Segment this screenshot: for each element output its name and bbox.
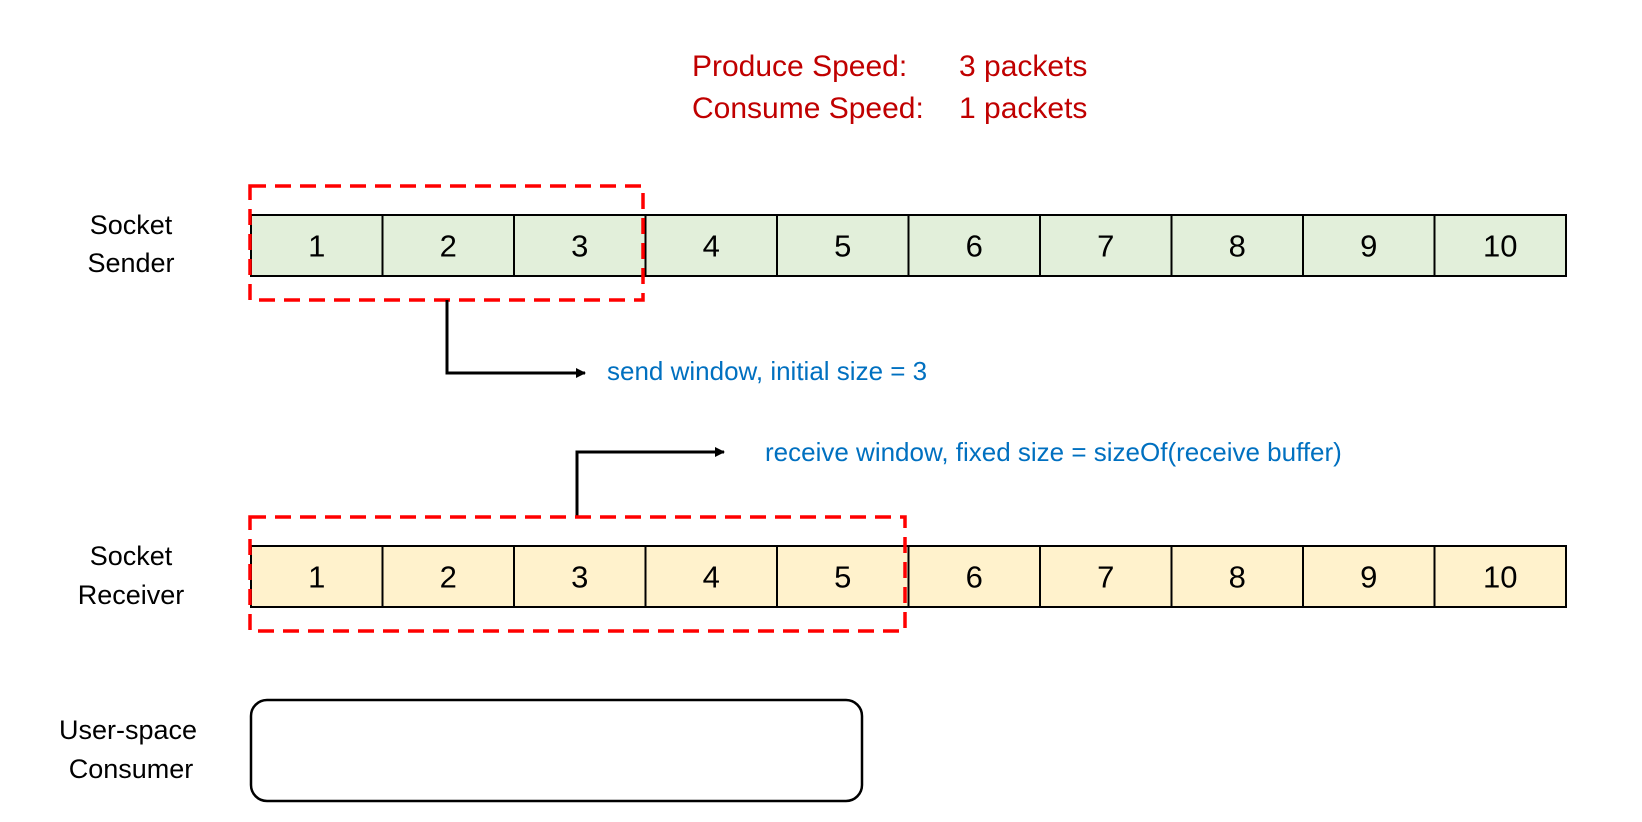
sender-cell-label-1: 1 xyxy=(308,229,325,264)
receiver-cell-label-1: 1 xyxy=(308,560,325,595)
receiver-cell-3 xyxy=(513,545,647,608)
sender-cell-label-4: 4 xyxy=(703,229,720,264)
receiver-cell-7 xyxy=(1039,545,1173,608)
receive-window-arrow xyxy=(575,447,725,516)
sender-label-line1: Socket xyxy=(90,210,173,240)
receiver-cell-label-5: 5 xyxy=(834,560,851,595)
sender-cell-label-3: 3 xyxy=(571,229,588,264)
sender-cell-label-10: 10 xyxy=(1483,229,1517,264)
receiver-cell-label-10: 10 xyxy=(1483,560,1517,595)
consumer-label-line1: User-space xyxy=(59,715,197,745)
receiver-label-line2: Receiver xyxy=(78,580,185,610)
receiver-cell-4 xyxy=(644,545,778,608)
receiver-cell-label-3: 3 xyxy=(571,560,588,595)
sender-label-line2: Sender xyxy=(87,248,174,278)
receiver-cell-10 xyxy=(1433,545,1567,608)
sender-cell-label-9: 9 xyxy=(1360,229,1377,264)
sender-cell-label-7: 7 xyxy=(1097,229,1114,264)
sender-cell-3 xyxy=(513,214,647,277)
consumer-label-line2: Consumer xyxy=(69,754,194,784)
consume-speed-value: 1 packets xyxy=(959,92,1087,125)
receive-window-note: receive window, fixed size = sizeOf(rece… xyxy=(765,437,1342,467)
receiver-cell-label-8: 8 xyxy=(1229,560,1246,595)
sender-cell-10 xyxy=(1433,214,1567,277)
consumer-box xyxy=(249,698,864,803)
receiver-cell-label-4: 4 xyxy=(703,560,720,595)
sender-cell-6 xyxy=(907,214,1041,277)
receiver-cell-label-7: 7 xyxy=(1097,560,1114,595)
sender-cell-9 xyxy=(1302,214,1436,277)
sender-cell-label-6: 6 xyxy=(966,229,983,264)
produce-speed-label: Produce Speed: xyxy=(692,50,907,83)
sender-cell-label-8: 8 xyxy=(1229,229,1246,264)
receive-window-box xyxy=(248,515,907,633)
sender-cell-7 xyxy=(1039,214,1173,277)
receiver-cell-label-9: 9 xyxy=(1360,560,1377,595)
receiver-label-line1: Socket xyxy=(90,541,173,571)
receiver-cell-6 xyxy=(907,545,1041,608)
consume-speed-label: Consume Speed: xyxy=(692,92,924,125)
receiver-cell-8 xyxy=(1170,545,1304,608)
receiver-cell-9 xyxy=(1302,545,1436,608)
sender-cell-8 xyxy=(1170,214,1304,277)
sender-cell-label-5: 5 xyxy=(834,229,851,264)
receiver-cell-5 xyxy=(776,545,910,608)
receiver-cell-1 xyxy=(250,545,384,608)
receiver-buffer: 1 2 3 4 5 6 7 8 9 10 xyxy=(250,545,1567,608)
send-window-arrow xyxy=(445,300,586,378)
receiver-cell-label-2: 2 xyxy=(440,560,457,595)
sender-cell-2 xyxy=(381,214,515,277)
sender-cell-5 xyxy=(776,214,910,277)
produce-speed-value: 3 packets xyxy=(959,50,1087,83)
sender-cell-label-2: 2 xyxy=(440,229,457,264)
send-window-note: send window, initial size = 3 xyxy=(607,356,927,386)
receiver-cell-label-6: 6 xyxy=(966,560,983,595)
sender-buffer: 1 2 3 4 5 6 7 8 9 10 xyxy=(250,214,1567,277)
